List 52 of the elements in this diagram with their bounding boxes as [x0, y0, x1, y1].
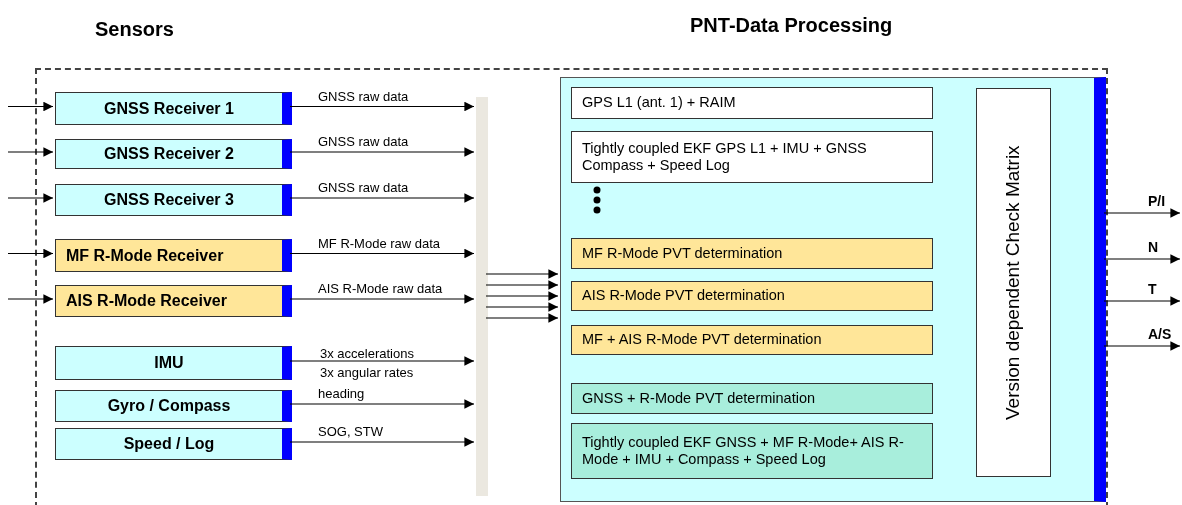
edge-label: SOG, STW [318, 424, 383, 439]
bus-bar [476, 97, 488, 496]
arrow [7, 294, 54, 304]
section-heading: Sensors [95, 18, 174, 41]
arrow [485, 269, 559, 279]
check-matrix-box: Version dependent Check Matrix [976, 88, 1051, 477]
edge-label: AIS R-Mode raw data [318, 281, 443, 296]
arrow [289, 356, 475, 366]
arrow [289, 193, 475, 203]
process-box: GPS L1 (ant. 1) + RAIM [571, 87, 933, 119]
process-box: Tightly coupled EKF GPS L1 + IMU + GNSS Compass + Speed Log [571, 131, 933, 183]
process-box: MF + AIS R-Mode PVT determination [571, 325, 933, 355]
arrow [289, 437, 475, 447]
arrow [289, 101, 475, 112]
arrow [289, 147, 475, 157]
process-box: MF R-Mode PVT determination [571, 238, 933, 269]
section-heading: PNT-Data Processing [690, 14, 893, 37]
edge-label: GNSS raw data [318, 134, 409, 149]
arrow [7, 147, 54, 157]
arrow [1103, 296, 1181, 306]
edge-label: MF R-Mode raw data [318, 235, 441, 251]
process-box: AIS R-Mode PVT determination [571, 281, 933, 311]
arrow [7, 248, 54, 259]
edge-label: T [1148, 281, 1157, 297]
sensor-box: MF R-Mode Receiver [55, 239, 292, 272]
arrow [289, 399, 475, 409]
arrow [289, 248, 475, 259]
arrow [485, 280, 559, 290]
edge-label: P/I [1148, 193, 1166, 209]
sensor-box: Speed / Log [55, 428, 292, 460]
process-box: Tightly coupled EKF GNSS + MF R-Mode+ AIS R-Mode + IMU + Compass + Speed Log [571, 423, 933, 479]
edge-label: GNSS raw data [318, 180, 409, 195]
arrow [485, 313, 559, 323]
sensor-box: GNSS Receiver 1 [55, 92, 292, 125]
sensor-box: IMU [55, 346, 292, 380]
arrow [7, 101, 54, 112]
sensor-box: GNSS Receiver 3 [55, 184, 292, 216]
edge-label: heading [318, 386, 365, 401]
edge-label: N [1148, 239, 1159, 255]
sensor-box: Gyro / Compass [55, 390, 292, 422]
sensor-box: GNSS Receiver 2 [55, 139, 292, 169]
arrow [7, 193, 54, 203]
edge-label: GNSS raw data [318, 88, 409, 104]
arrow [485, 291, 559, 301]
arrow [289, 294, 475, 304]
arrow [1103, 341, 1181, 351]
sensor-box: AIS R-Mode Receiver [55, 285, 292, 317]
process-box: GNSS + R-Mode PVT determination [571, 383, 933, 414]
arrow [1103, 208, 1181, 218]
edge-label: A/S [1148, 326, 1172, 342]
arrow [1103, 254, 1181, 264]
arrow [485, 302, 559, 312]
